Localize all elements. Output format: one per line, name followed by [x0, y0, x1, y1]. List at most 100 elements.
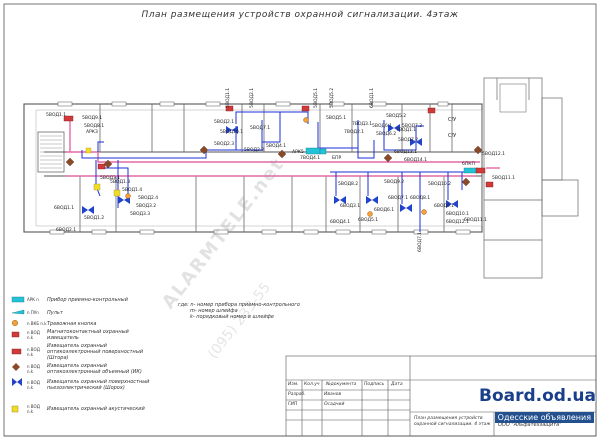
plan-tag: БПР — [332, 156, 342, 161]
tb-role: Разраб. — [288, 392, 306, 397]
plan-label: 7ВОД4.1 — [300, 156, 321, 161]
site-badge: Board.od.ua Одесские объявления — [470, 386, 598, 438]
tb-header: Подпись — [364, 382, 385, 387]
site-badge-name: Board.od.ua — [479, 386, 596, 406]
legend-acoustic-icon — [12, 405, 24, 412]
plan-label: 5ВОД12.1 — [482, 152, 506, 157]
plan-label: 5ВОД3.1 — [100, 176, 121, 181]
control-panel-1 — [305, 147, 321, 155]
legend-text: Извещатель охранный оптикоэлектронный по… — [47, 343, 144, 361]
plan-label: 5ВОД1.1 — [46, 113, 67, 118]
control-panel-2 — [319, 148, 327, 155]
plan-tag: 6ПКП — [462, 162, 475, 167]
piezo-detectors — [82, 124, 458, 214]
plan-label: 5ВОД2.1 — [214, 120, 235, 125]
plan-label: 6ВОД11.1 — [464, 218, 488, 223]
magnet-detectors — [63, 105, 494, 188]
plan-label: 5ВОД1.4 — [122, 188, 143, 193]
plan-label-vertical: 5ВОД2.1 — [250, 87, 255, 108]
plan-label: 6ВОД14.1 — [404, 158, 428, 163]
legend-text: Тревожная кнопка — [47, 320, 97, 327]
plan-label: 6ВОД12.1 — [446, 220, 470, 225]
plan-label: 6ВОД9.1 — [434, 204, 455, 209]
plan-label: 6ВОД10.1 — [446, 212, 470, 217]
plan-label: 5ВОД2.3 — [214, 142, 235, 147]
plan-label: 6ВОД3.1 — [340, 204, 361, 209]
plan-label: 6ВОД4.1 — [330, 220, 351, 225]
tb-description: План размещения устройств охранной сигна… — [414, 416, 491, 427]
legend-text: Извещатель охранный поверхностный пьезоэ… — [47, 379, 150, 391]
control-panels — [305, 147, 479, 174]
legend-code: n ПУn — [27, 310, 39, 315]
legend-piezo-icon — [12, 382, 24, 389]
tb-name: Осадчий — [324, 402, 345, 407]
note-line: k- порядковый номер в шлейфе — [190, 314, 274, 320]
tb-company: ООО "Альфатехзащита" — [498, 422, 562, 428]
windows — [49, 101, 471, 235]
plan-label: 6ВОД13.1 — [394, 150, 418, 155]
legend-text: Извещатель охранный оптикоэлектронный об… — [47, 363, 142, 375]
plan-label: 5ВОД7.2 — [398, 138, 419, 143]
legend-item: n ВОД n.k Извещатель охранный оптикоэлек… — [12, 343, 157, 361]
plan-label: 5ВОД6.1 — [372, 124, 393, 129]
plan-tag: АРК5 — [292, 150, 304, 155]
plan-label: 5ВОД1.3 — [110, 180, 131, 185]
legend-item: n ВОД n.k Извещатель охранный оптикоэлек… — [12, 362, 157, 376]
left-stair-hatch — [40, 135, 62, 169]
plan-label: 5ВОД10.2 — [428, 182, 452, 187]
plan-label-vertical: 5ВОД5.2 — [330, 87, 335, 108]
plan-label: 7ВОД2.1 — [344, 130, 365, 135]
plan-label-vertical: 6ВОД7.1 — [418, 231, 423, 252]
plan-label: 5ВОД3.3 — [130, 212, 151, 217]
legend-code: n ВОД n.k — [27, 380, 40, 390]
plan-label-vertical: 6ВОД1.1 — [370, 87, 375, 108]
legend-pult-icon — [12, 309, 24, 316]
tb-role: ГИП — [288, 402, 298, 407]
alarm-buttons — [125, 117, 427, 217]
plan-label: 6ВОД2.1 — [56, 228, 77, 233]
plan-label: 6ВОД8.1 — [410, 196, 431, 201]
legend-button-icon — [12, 320, 24, 327]
legend-item: n ВОД n.k Извещатель охранный акустическ… — [12, 403, 157, 414]
legend-code: n ВОД n.k — [27, 347, 40, 357]
legend-code: n ВОД n.k — [27, 329, 40, 340]
legend-curtain-icon — [12, 349, 24, 356]
note-line: m- номер шлейфа — [190, 308, 238, 314]
plan-label: 5ВОД7.3 — [402, 124, 423, 129]
plan-label: 5ВОД1.2 — [84, 216, 105, 221]
partitions-bottom — [79, 176, 445, 232]
plan-label: 5ВОД3.2 — [136, 204, 157, 209]
plan-label: 5ВОД5.1 — [326, 116, 347, 121]
plan-label: 6ВОД5.1 — [358, 218, 379, 223]
plan-tag: С/У — [448, 117, 457, 123]
plan-tag: АРК3 — [86, 130, 98, 135]
plan-label: 5ВОД6.2 — [376, 132, 397, 137]
tb-header: Дата — [391, 382, 403, 387]
plan-label: 5ВОД10.1 — [220, 130, 244, 135]
plan-label: 6ВОД6.1 — [374, 208, 395, 213]
blue-wiring — [81, 111, 466, 232]
plan-label: 5ВОД11.1 — [492, 176, 516, 181]
plan-label: 6ВОД7.1 — [388, 196, 409, 201]
legend-text: Прибор приемно-контрольный — [47, 296, 128, 303]
acoustic-detectors — [85, 147, 121, 197]
plan-label: 7ВОД1.1 — [396, 128, 417, 133]
page-title: План размещения устройств охранной сигна… — [141, 10, 459, 20]
legend-item: АРК n Прибор приемно-контрольный — [12, 294, 157, 305]
legend-magnet-icon — [12, 331, 24, 338]
right-tower — [483, 77, 579, 279]
legend-item: n ВКБ n.k Тревожная кнопка — [12, 318, 157, 329]
plan-label-vertical: 5ВОД1.1 — [226, 87, 231, 108]
legend-item: n ВОД n.k Магнитоконтактный охранный изв… — [12, 328, 157, 341]
legend-code: АРК n — [27, 297, 39, 302]
legend-text: Магнитоконтактный охранный извещатель — [47, 328, 129, 341]
tb-name: Иванов — [324, 392, 342, 397]
legend-text: Извещатель охранный акустический — [47, 405, 145, 412]
legend-code: n ВКБ n.k — [27, 321, 47, 326]
plan-label: 5ВОД9.2 — [384, 180, 405, 185]
plan-label: 6ВОД1.1 — [54, 206, 75, 211]
plan-label: 5ВОД2.4 — [138, 196, 159, 201]
plan-label: 5ВОД8.2 — [338, 182, 359, 187]
